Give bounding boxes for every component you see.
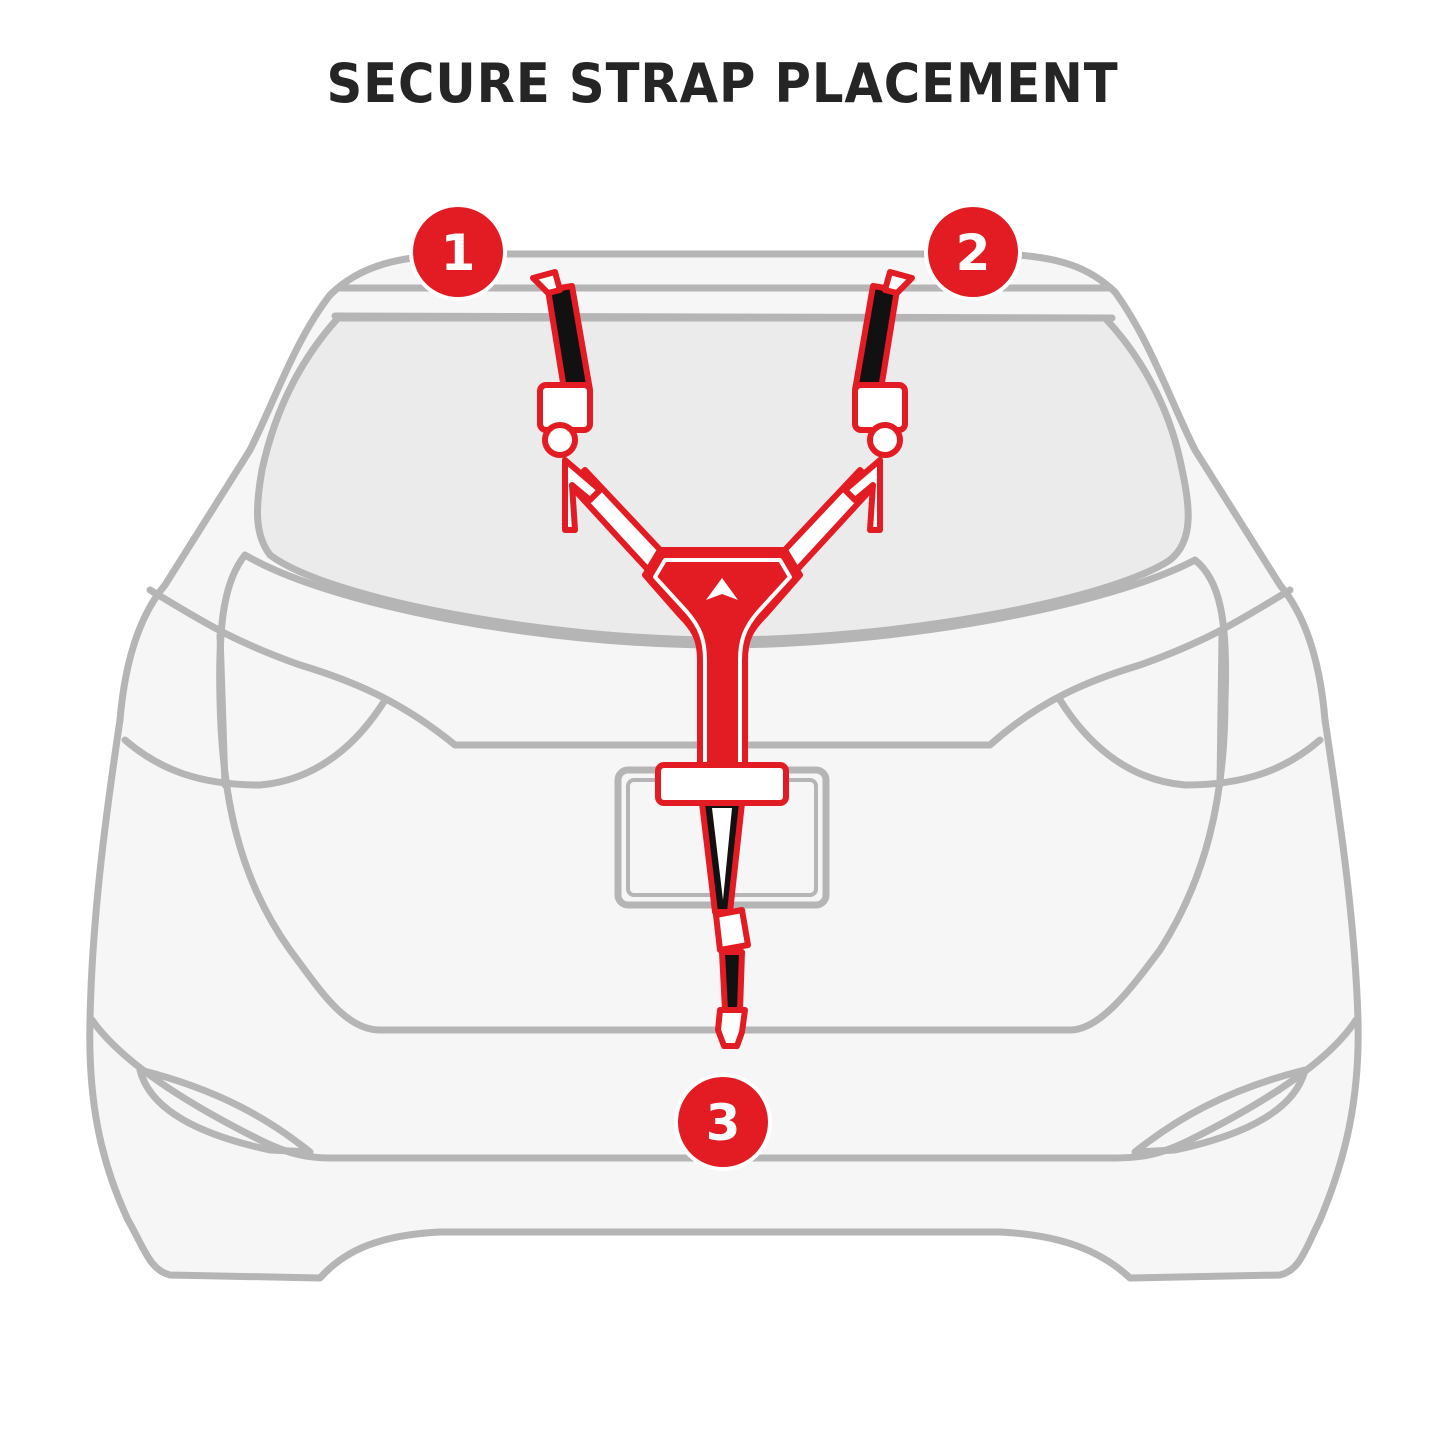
page-title: SECURE STRAP PLACEMENT <box>326 52 1119 115</box>
marker-2-label: 2 <box>956 224 991 282</box>
marker-3-label: 3 <box>706 1094 741 1152</box>
marker-1: 1 <box>409 203 507 301</box>
marker-2: 2 <box>924 203 1022 301</box>
right-fog-light <box>1131 1066 1309 1156</box>
left-fog-light <box>136 1066 314 1156</box>
logo-icon <box>706 578 738 600</box>
lower-crossbar <box>655 762 789 806</box>
marker-3: 3 <box>674 1073 772 1171</box>
bike-rack <box>530 269 915 1049</box>
marker-1-label: 1 <box>441 224 476 282</box>
